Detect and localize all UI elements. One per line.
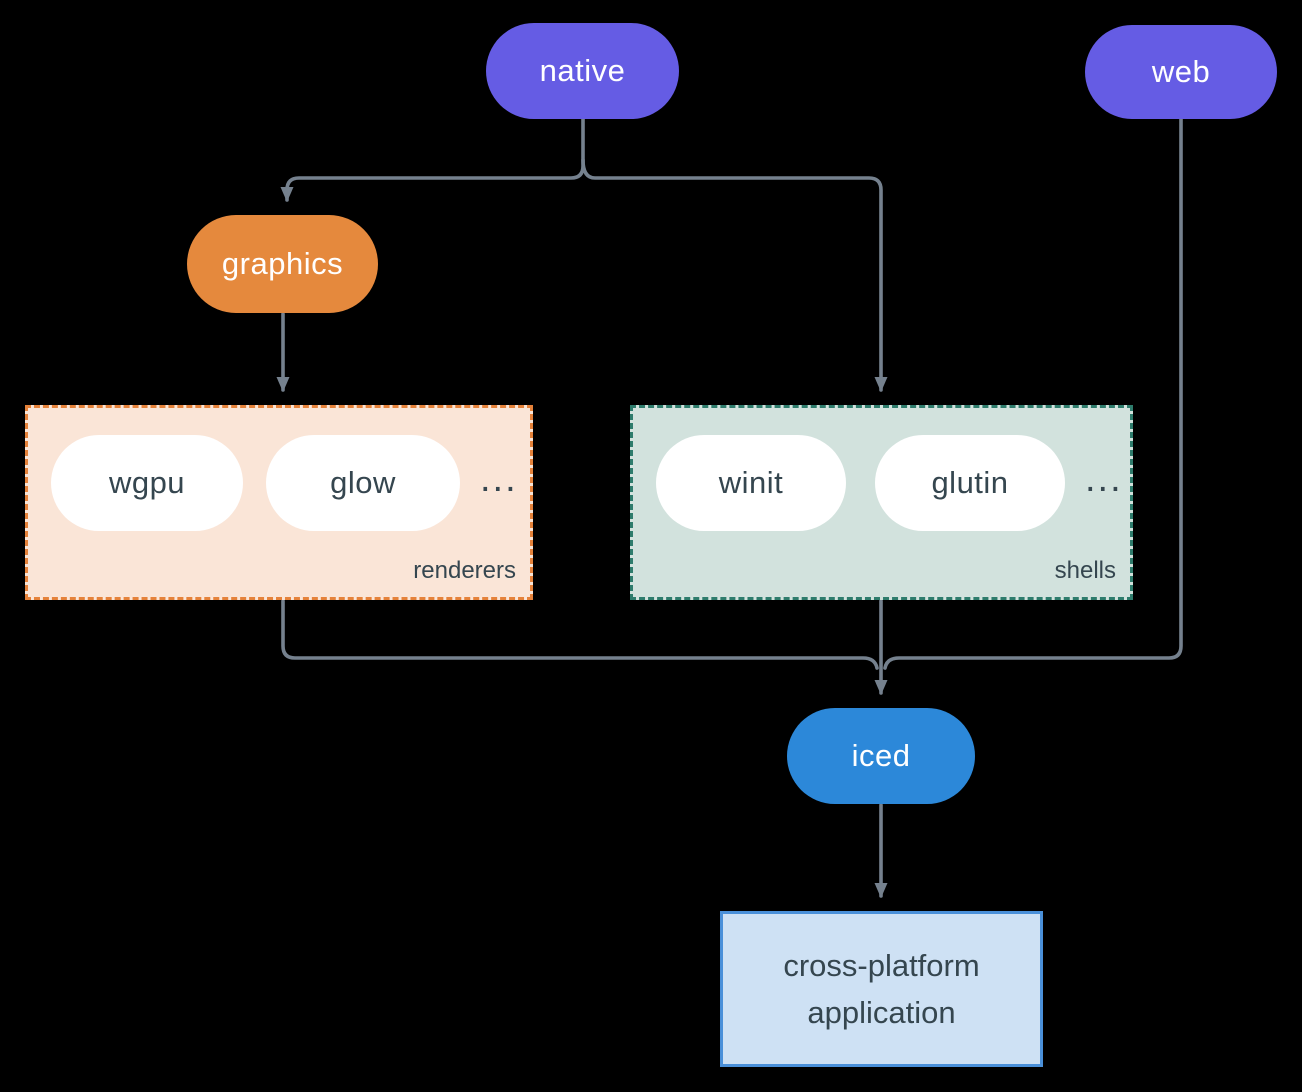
node-application-line1: cross-platform [783, 948, 980, 983]
renderers-ellipsis: ... [480, 458, 518, 500]
node-glow-label: glow [330, 465, 396, 500]
edge-web-merge [883, 117, 1183, 670]
node-graphics: graphics [187, 215, 378, 313]
node-winit-label: winit [718, 465, 784, 500]
node-iced-label: iced [851, 738, 911, 773]
edge-renderers-merge [281, 599, 879, 670]
edge-native-graphics [280, 117, 585, 202]
node-wgpu-label: wgpu [108, 465, 186, 500]
group-renderers: wgpu glow ... renderers [25, 405, 533, 600]
group-shells-label: shells [1054, 557, 1116, 584]
edge-native-shells [581, 158, 888, 392]
node-native-label: native [539, 53, 626, 88]
node-graphics-label: graphics [221, 246, 344, 281]
node-application: cross-platform application [720, 911, 1043, 1067]
node-glutin: glutin [875, 435, 1065, 531]
node-iced: iced [787, 708, 975, 804]
node-web-label: web [1151, 54, 1211, 89]
node-web: web [1085, 25, 1277, 119]
node-wgpu: wgpu [51, 435, 243, 531]
node-winit: winit [656, 435, 846, 531]
shells-ellipsis: ... [1085, 458, 1123, 500]
group-renderers-label: renderers [413, 557, 516, 584]
node-glutin-label: glutin [931, 465, 1009, 500]
node-application-line2: application [807, 995, 956, 1030]
group-shells: winit glutin ... shells [630, 405, 1133, 600]
node-glow: glow [266, 435, 460, 531]
node-native: native [486, 23, 679, 119]
